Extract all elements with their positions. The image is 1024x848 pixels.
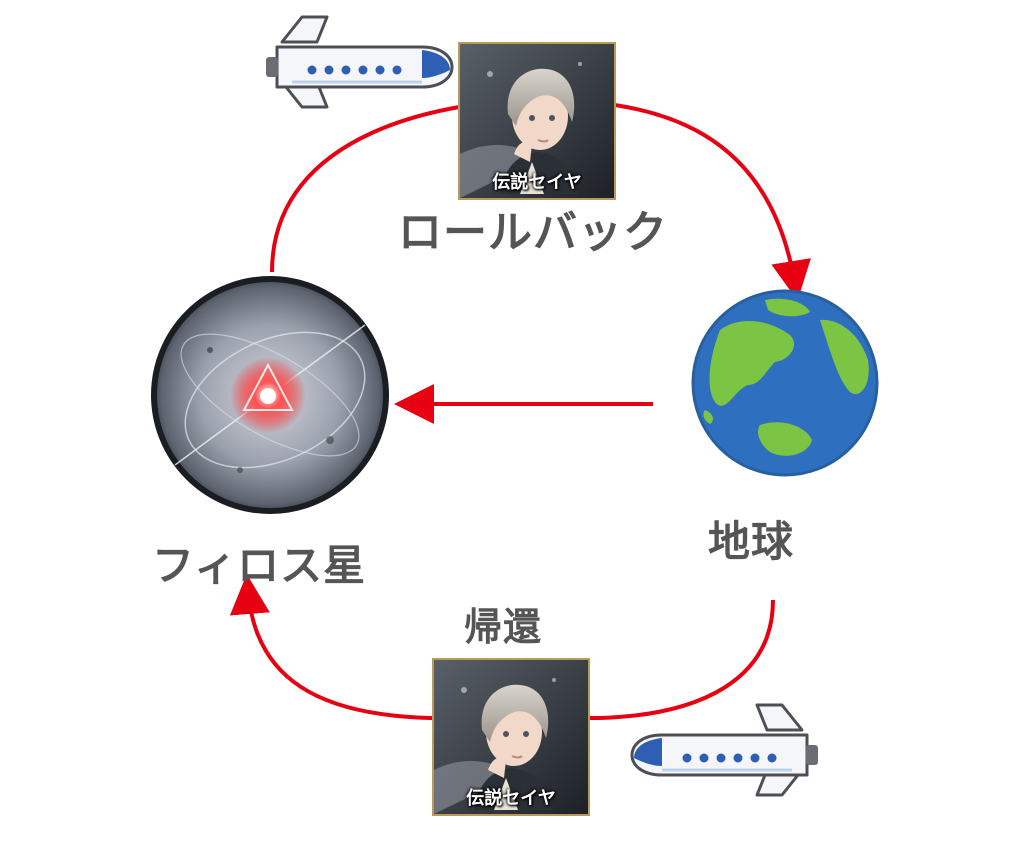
philos-planet-icon: [151, 276, 389, 514]
space-shuttle-icon: [630, 703, 818, 797]
character-card-bottom: 伝説セイヤ: [432, 658, 590, 816]
label-earth: 地球: [708, 517, 795, 566]
character-card-top: 伝説セイヤ: [458, 42, 616, 200]
character-card-caption: 伝説セイヤ: [492, 172, 582, 193]
space-shuttle-icon: [266, 15, 454, 109]
earth-icon: [691, 289, 879, 477]
label-return: 帰還: [464, 605, 543, 649]
character-portrait-icon: [434, 660, 588, 814]
label-rollback: ロールバック: [398, 207, 668, 258]
label-philos: フィロス星: [152, 541, 367, 590]
character-portrait-icon: [460, 44, 614, 198]
character-card-caption: 伝説セイヤ: [466, 788, 556, 809]
